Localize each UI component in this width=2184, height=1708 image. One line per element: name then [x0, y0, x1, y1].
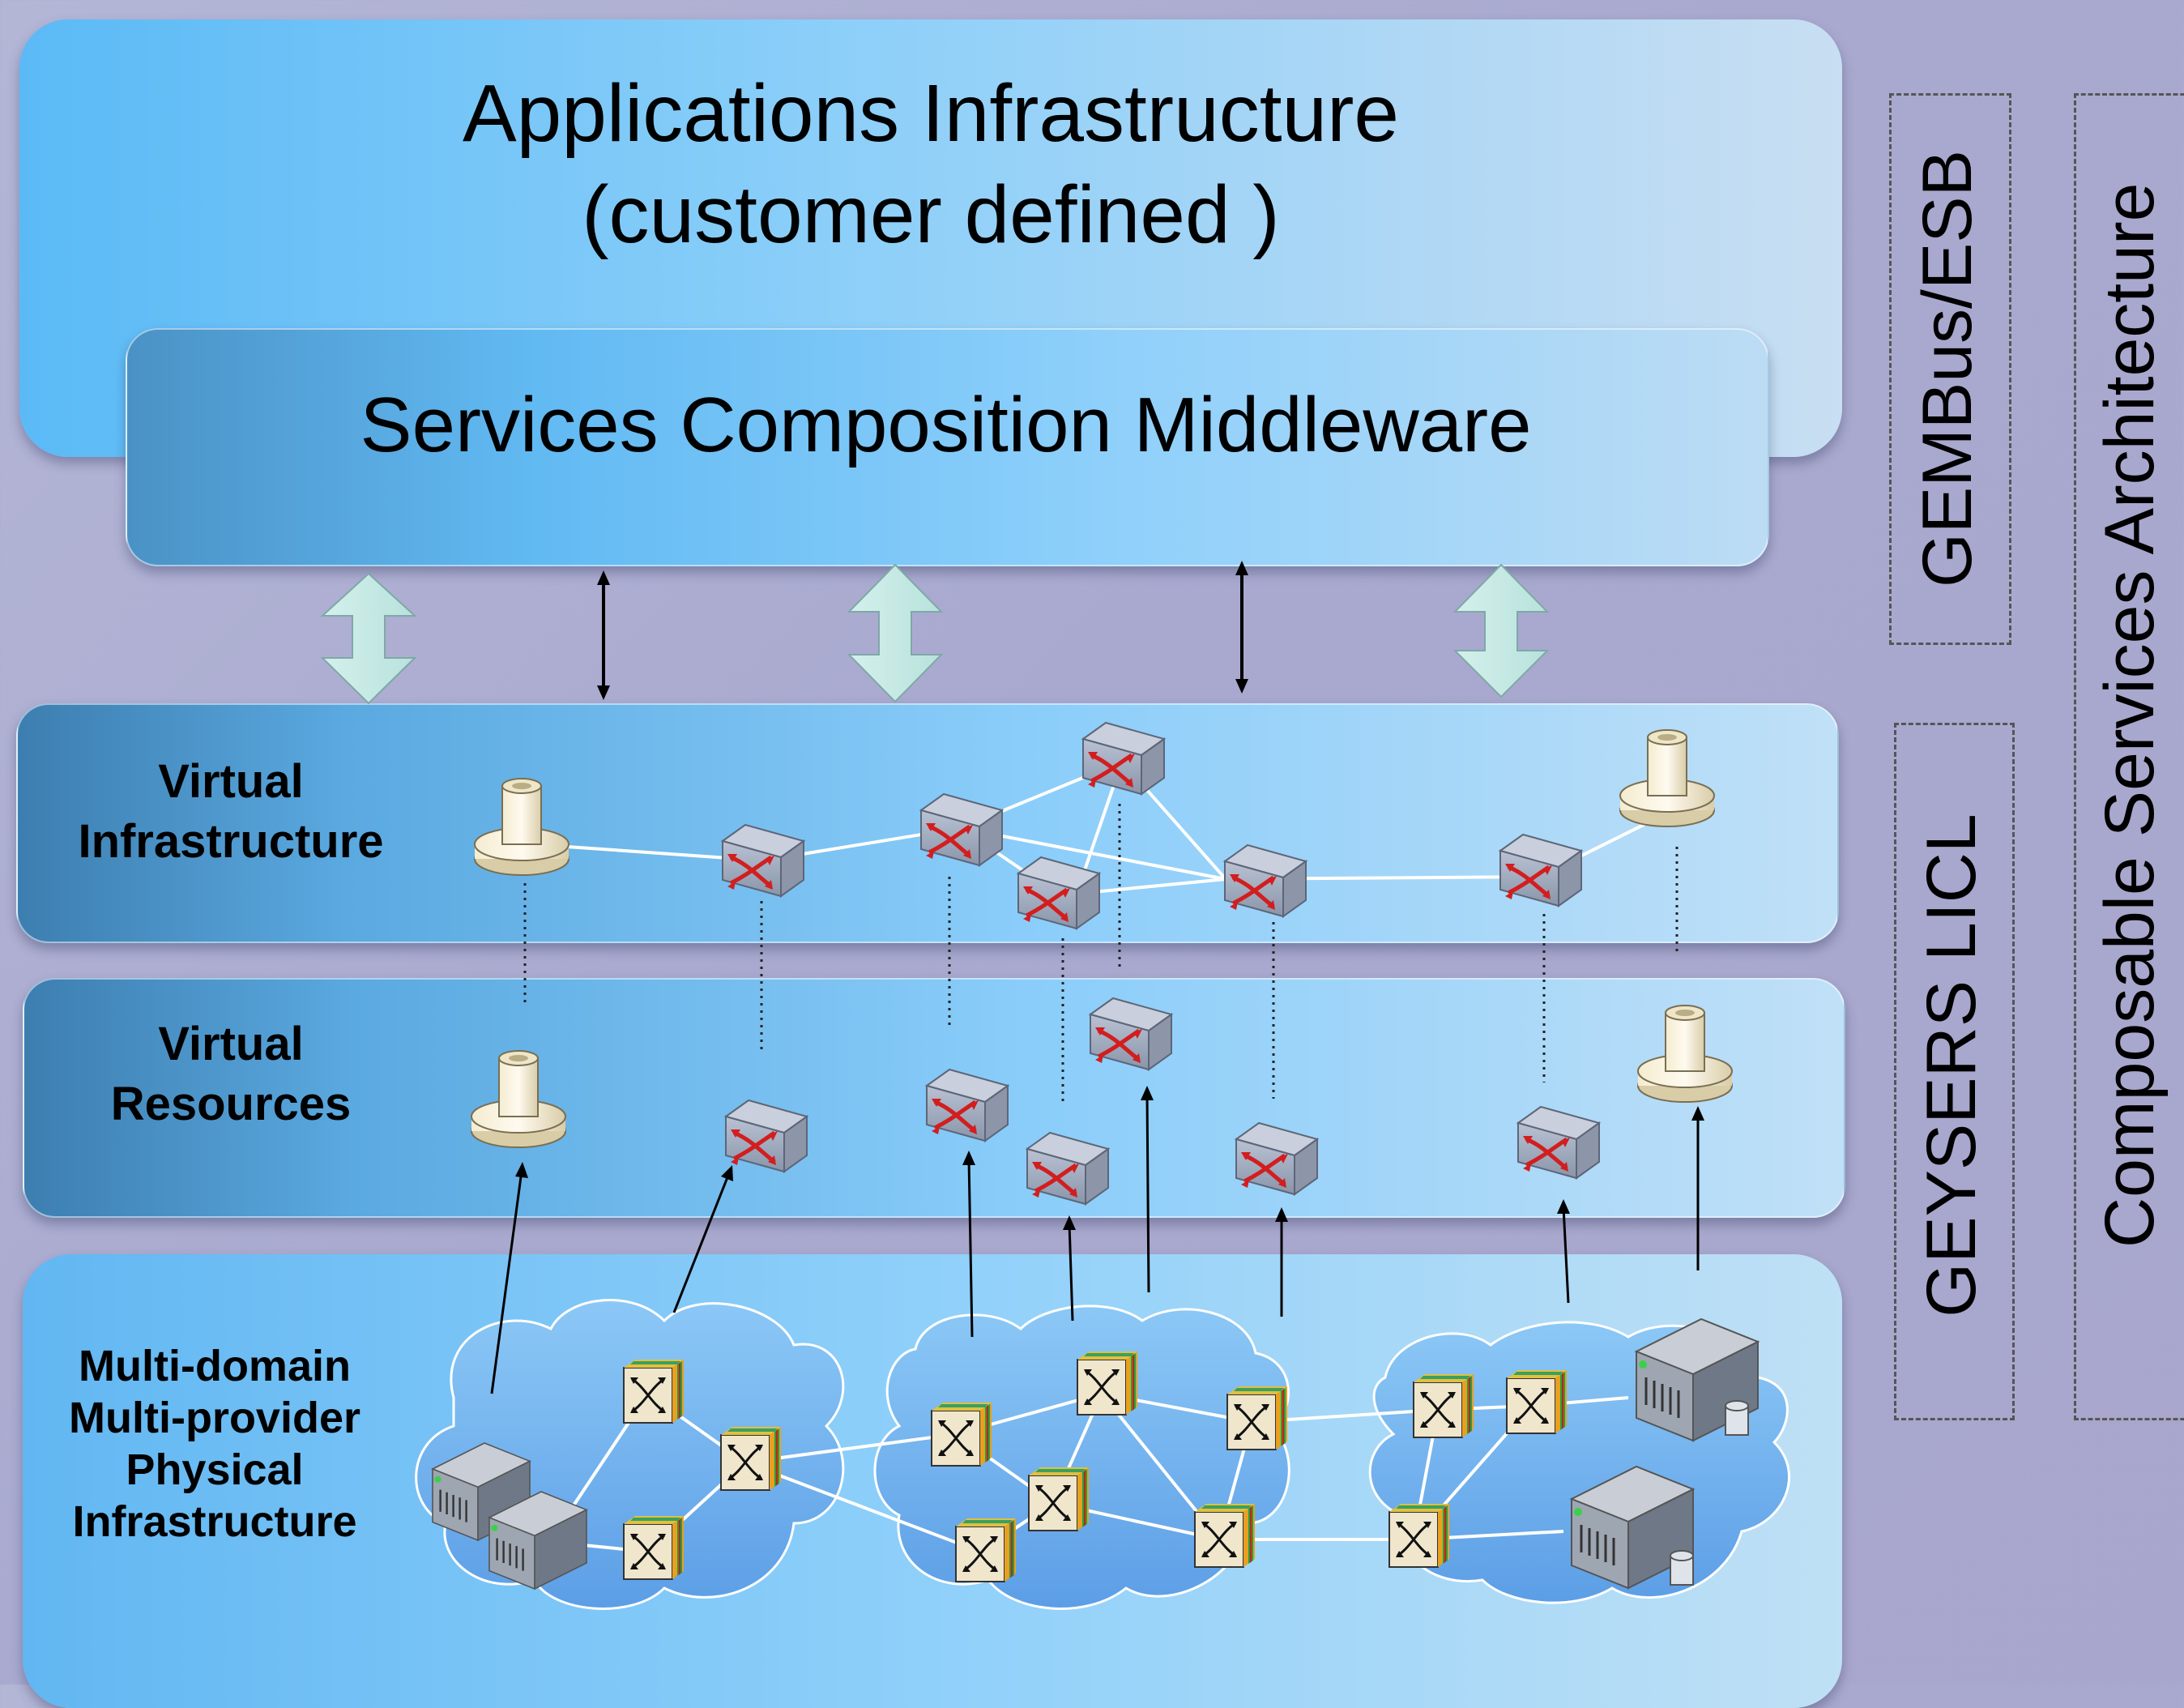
optical-switch-5 [1076, 1350, 1139, 1416]
applications-title-line2: (customer defined ) [582, 169, 1280, 260]
double-arrow-3 [1452, 563, 1550, 698]
physical-label-line4: Infrastructure [72, 1497, 357, 1546]
vi-router-5 [1225, 845, 1306, 916]
optical-switch-6 [1027, 1466, 1090, 1532]
vr-router-4 [1027, 1133, 1108, 1204]
vi-router-3 [1083, 723, 1164, 794]
optical-switch-8 [954, 1517, 1017, 1583]
middleware-title: Services Composition Middleware [360, 382, 1532, 468]
optical-switch-2 [719, 1425, 783, 1492]
optical-switch-3 [622, 1514, 685, 1581]
vr-router-2 [927, 1070, 1008, 1141]
composable-box [2074, 93, 2184, 1420]
optical-switch-7 [1226, 1385, 1289, 1451]
vr-endpoint-1 [471, 1050, 566, 1148]
physical-label-line1: Multi-domain [79, 1342, 351, 1390]
vr-router-1 [726, 1100, 807, 1172]
optical-switch-12 [1388, 1502, 1451, 1569]
vr-router-3 [1090, 998, 1171, 1070]
applications-title-line1: Applications Infrastructure [462, 68, 1400, 159]
physical-label-line3: Physical [126, 1445, 304, 1494]
vi-router-2 [921, 794, 1002, 865]
geysers-box [1894, 723, 2015, 1420]
physical-label-line2: Multi-provider [69, 1394, 360, 1442]
double-arrow-2 [847, 563, 944, 703]
vi-endpoint-1 [474, 778, 569, 876]
gembus-box [1889, 93, 2011, 645]
virtual-infrastructure-label: Virtual Infrastructure [32, 752, 429, 872]
optical-switch-10 [1412, 1373, 1475, 1439]
physical-infrastructure-label: Multi-domain Multi-provider Physical Inf… [32, 1340, 397, 1548]
virtual-resources-label: Virtual Resources [32, 1014, 429, 1134]
vr-router-5 [1236, 1123, 1317, 1194]
virtual-infrastructure-label-line2: Infrastructure [78, 815, 384, 868]
vi-router-6 [1500, 835, 1581, 906]
middleware-layer-panel [126, 328, 1769, 566]
vi-router-1 [723, 825, 804, 896]
double-arrow-1 [320, 572, 417, 705]
vr-router-6 [1518, 1107, 1599, 1178]
optical-switch-11 [1505, 1369, 1568, 1435]
vi-endpoint-2 [1619, 729, 1715, 827]
vr-endpoint-2 [1637, 1005, 1733, 1103]
virtual-resources-label-line2: Resources [110, 1078, 352, 1130]
virtual-infrastructure-label-line1: Virtual [158, 755, 304, 808]
optical-switch-4 [930, 1401, 993, 1467]
optical-switch-9 [1193, 1502, 1256, 1569]
optical-switch-1 [622, 1358, 685, 1424]
virtual-resources-label-line1: Virtual [158, 1018, 304, 1070]
